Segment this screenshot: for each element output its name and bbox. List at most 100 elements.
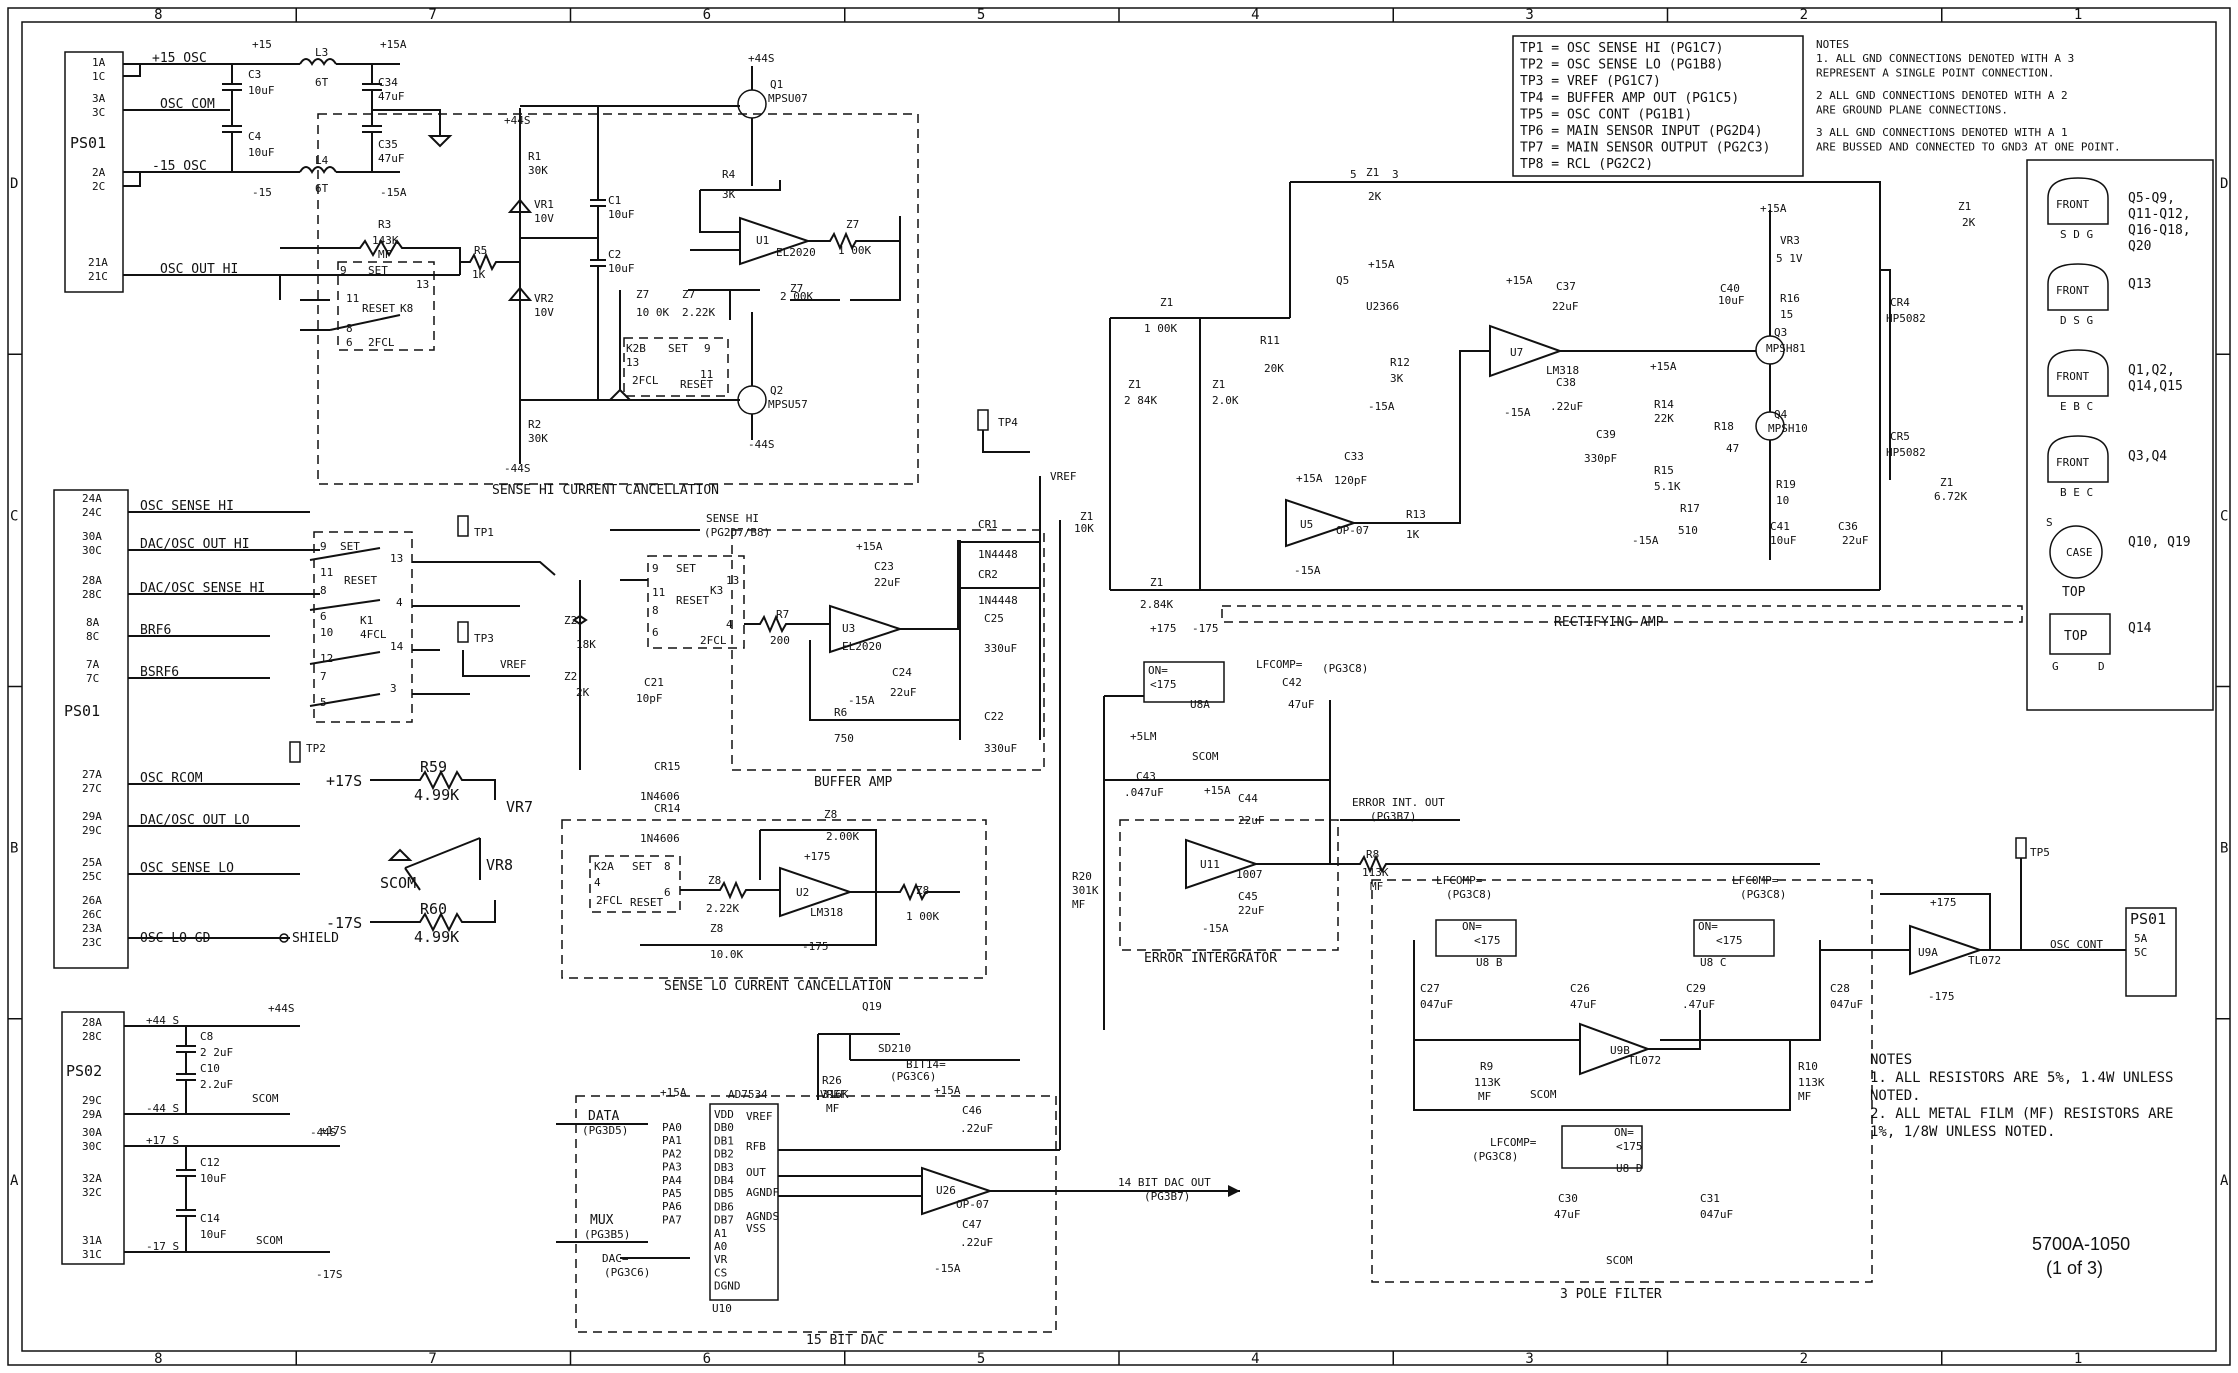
- svg-text:-15A: -15A: [1368, 400, 1395, 413]
- svg-text:MF: MF: [1478, 1090, 1491, 1103]
- svg-text:C24: C24: [892, 666, 912, 679]
- svg-text:1 00K: 1 00K: [838, 244, 871, 257]
- svg-text:C35: C35: [378, 138, 398, 151]
- svg-text:18K: 18K: [576, 638, 596, 651]
- svg-text:FRONT: FRONT: [2056, 370, 2089, 383]
- svg-text:2A: 2A: [92, 166, 106, 179]
- svg-text:VR1: VR1: [534, 198, 554, 211]
- svg-text:R12: R12: [1390, 356, 1410, 369]
- svg-text:-44S: -44S: [310, 1126, 337, 1139]
- note-line: 1. ALL GND CONNECTIONS DENOTED WITH A 3: [1816, 52, 2074, 65]
- svg-text:R59: R59: [420, 758, 447, 776]
- svg-text:2.84K: 2.84K: [1140, 598, 1173, 611]
- svg-text:C41: C41: [1770, 520, 1790, 533]
- svg-text:OSC LO GD: OSC LO GD: [140, 931, 211, 946]
- svg-text:316K: 316K: [822, 1088, 849, 1101]
- svg-text:EL2020: EL2020: [776, 246, 816, 259]
- u10-pin-label: RFB: [746, 1140, 766, 1153]
- svg-text:U8 B: U8 B: [1476, 956, 1503, 969]
- svg-text:2K: 2K: [576, 686, 590, 699]
- svg-text:S D G: S D G: [2060, 228, 2093, 241]
- svg-text:-175: -175: [1928, 990, 1955, 1003]
- svg-text:2FCL: 2FCL: [700, 634, 727, 647]
- block-title: SENSE HI CURRENT CANCELLATION: [492, 483, 719, 498]
- svg-text:1 00K: 1 00K: [906, 910, 939, 923]
- svg-text:+5LM: +5LM: [1130, 730, 1157, 743]
- svg-text:Z7: Z7: [682, 288, 695, 301]
- svg-text:U26: U26: [936, 1184, 956, 1197]
- dac-block: 15 BIT DAC AD7534 U10 VDDDB0DB1DB2DB3DB4…: [556, 520, 1240, 1348]
- u10-pin-label: A0: [714, 1240, 727, 1253]
- svg-text:BIT14=: BIT14=: [906, 1058, 946, 1071]
- svg-text:+15A: +15A: [1506, 274, 1533, 287]
- svg-text:C38: C38: [1556, 376, 1576, 389]
- svg-text:+17S: +17S: [326, 772, 362, 790]
- svg-text:BRF6: BRF6: [140, 623, 171, 638]
- svg-text:Q14,Q15: Q14,Q15: [2128, 379, 2183, 394]
- svg-text:<175: <175: [1474, 934, 1501, 947]
- svg-text:VREF: VREF: [1050, 470, 1077, 483]
- svg-text:CASE: CASE: [2066, 546, 2093, 559]
- svg-text:R11: R11: [1260, 334, 1280, 347]
- svg-text:Z8: Z8: [824, 808, 837, 821]
- svg-text:U10: U10: [712, 1302, 732, 1315]
- svg-text:-44S: -44S: [748, 438, 775, 451]
- grid-row-label: C: [2220, 508, 2228, 524]
- u10-input-label: PA6: [662, 1200, 682, 1213]
- svg-text:ON=: ON=: [1148, 664, 1168, 677]
- svg-text:2FCL: 2FCL: [632, 374, 659, 387]
- grid-row-label: C: [10, 508, 18, 524]
- svg-text:VR3: VR3: [1780, 234, 1800, 247]
- svg-text:C27: C27: [1420, 982, 1440, 995]
- u10-pin-label: VR: [714, 1253, 728, 1266]
- svg-text:1N4448: 1N4448: [978, 548, 1018, 561]
- svg-text:DAC/OSC OUT LO: DAC/OSC OUT LO: [140, 813, 250, 828]
- svg-text:C29: C29: [1686, 982, 1706, 995]
- svg-text:SET: SET: [632, 860, 652, 873]
- svg-text:10uF: 10uF: [200, 1228, 227, 1241]
- svg-text:(PG3B7): (PG3B7): [1370, 810, 1416, 823]
- svg-text:+15A: +15A: [380, 38, 407, 51]
- svg-text:15 BIT DAC: 15 BIT DAC: [806, 1333, 884, 1348]
- svg-text:29C: 29C: [82, 824, 102, 837]
- svg-text:(PG3C6): (PG3C6): [890, 1070, 936, 1083]
- svg-text:+15A: +15A: [1650, 360, 1677, 373]
- tp-legend-line: TP7 = MAIN SENSOR OUTPUT (PG2C3): [1520, 141, 1770, 156]
- svg-text:SET: SET: [340, 540, 360, 553]
- svg-text:1007: 1007: [1236, 868, 1263, 881]
- svg-text:Q4: Q4: [1774, 408, 1788, 421]
- svg-text:SHIELD: SHIELD: [292, 931, 339, 946]
- u10-pin-label: DB0: [714, 1121, 734, 1134]
- svg-text:CR14: CR14: [654, 802, 681, 815]
- svg-text:D: D: [2098, 660, 2105, 673]
- svg-text:10uF: 10uF: [200, 1172, 227, 1185]
- svg-text:C37: C37: [1556, 280, 1576, 293]
- svg-text:OP-07: OP-07: [1336, 524, 1369, 537]
- notes-title: NOTES: [1816, 38, 1849, 51]
- svg-text:-44S: -44S: [504, 462, 531, 475]
- svg-text:1C: 1C: [92, 70, 105, 83]
- svg-text:U3: U3: [842, 622, 855, 635]
- u10-pin-label: DB7: [714, 1214, 734, 1227]
- svg-text:Z1: Z1: [1940, 476, 1953, 489]
- u10-input-label: PA4: [662, 1174, 682, 1187]
- svg-text:R19: R19: [1776, 478, 1796, 491]
- svg-text:<175: <175: [1616, 1140, 1643, 1153]
- u10-pin-label: VDD: [714, 1108, 734, 1121]
- tp-legend-line: TP5 = OSC CONT (PG1B1): [1520, 107, 1692, 122]
- grid-col-label: 7: [428, 7, 436, 23]
- svg-text:U5: U5: [1300, 518, 1313, 531]
- svg-text:C1: C1: [608, 194, 621, 207]
- svg-text:C12: C12: [200, 1156, 220, 1169]
- svg-text:VREF: VREF: [500, 658, 527, 671]
- svg-text:24A: 24A: [82, 492, 102, 505]
- note-line: 2. ALL METAL FILM (MF) RESISTORS ARE: [1870, 1106, 2173, 1122]
- svg-text:6T: 6T: [315, 182, 329, 195]
- svg-text:5A: 5A: [2134, 932, 2148, 945]
- svg-text:-15A: -15A: [1294, 564, 1321, 577]
- svg-text:32C: 32C: [82, 1186, 102, 1199]
- svg-text:HP5082: HP5082: [1886, 446, 1926, 459]
- tp-legend-line: TP6 = MAIN SENSOR INPUT (PG2D4): [1520, 124, 1763, 139]
- svg-text:R13: R13: [1406, 508, 1426, 521]
